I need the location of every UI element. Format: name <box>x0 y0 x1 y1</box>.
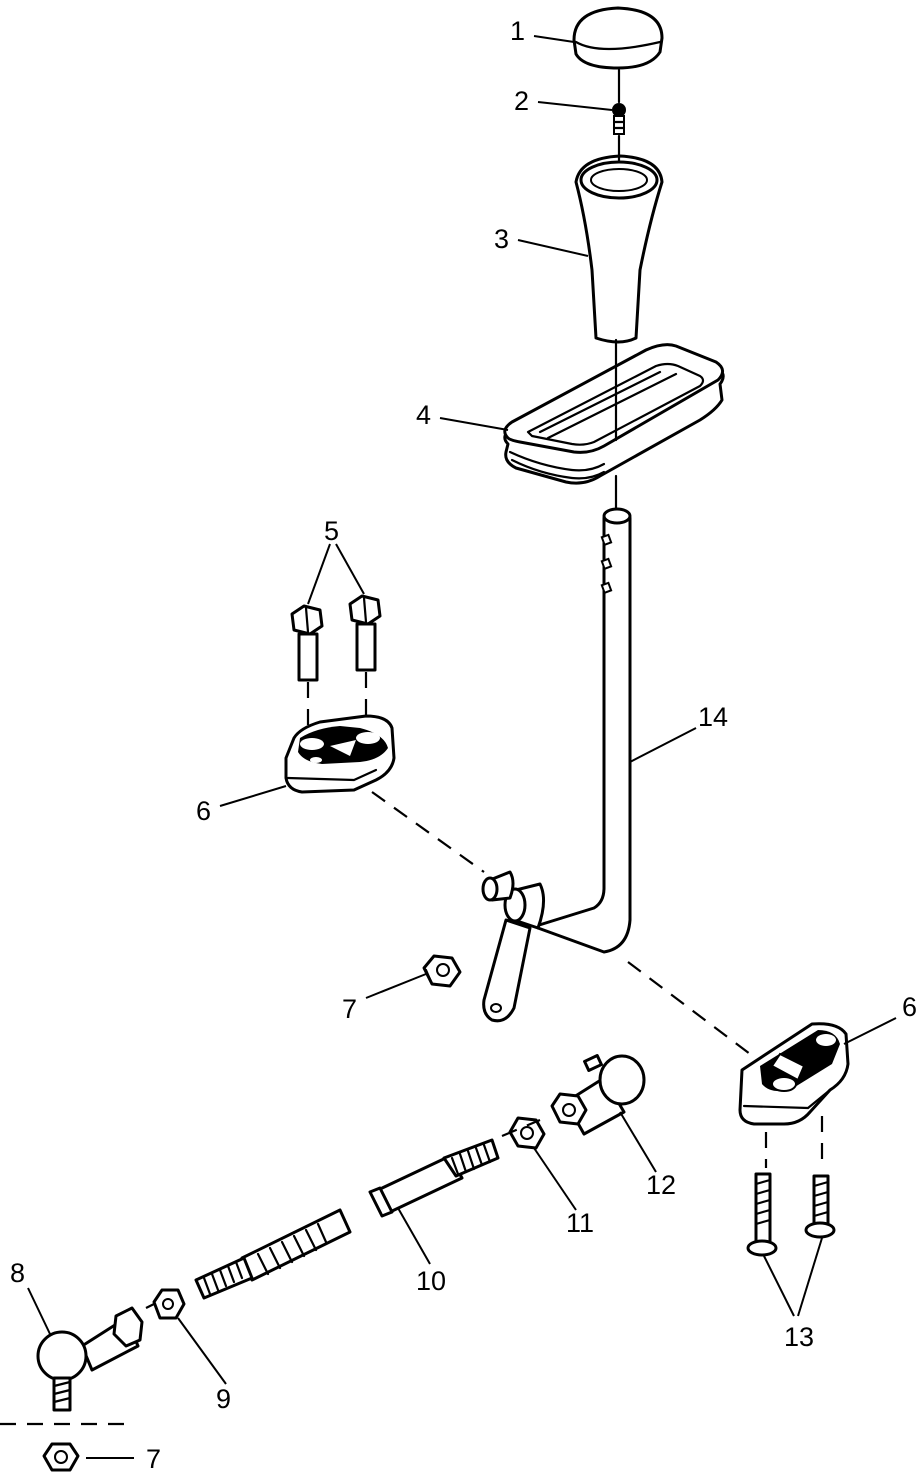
callout-9: 9 <box>216 1384 231 1414</box>
part-11-jam-nut <box>508 1116 546 1150</box>
callout-8: 8 <box>10 1258 25 1288</box>
callout-1: 1 <box>510 16 525 46</box>
part-9-jam-nut <box>152 1288 186 1320</box>
part-12-rod-end <box>550 1054 646 1136</box>
leader-lines <box>27 35 897 1459</box>
callout-11: 11 <box>566 1208 594 1238</box>
part-7-nut-lower <box>42 1442 80 1472</box>
callout-13: 13 <box>784 1322 814 1352</box>
part-8-ball-joint <box>36 1306 144 1412</box>
callout-12: 12 <box>646 1170 676 1200</box>
callout-6-right: 6 <box>902 992 917 1022</box>
callout-6-left: 6 <box>196 796 211 826</box>
assembly-lines <box>0 68 824 1426</box>
callout-4: 4 <box>416 400 431 430</box>
part-10-tie-rod <box>194 1138 500 1300</box>
callout-7-upper: 7 <box>342 994 357 1024</box>
callout-labels: 1 2 3 4 5 6 14 7 6 12 11 10 13 8 9 7 <box>10 16 917 1474</box>
part-13-screws <box>746 1172 836 1257</box>
callout-10: 10 <box>416 1266 446 1296</box>
part-4-shift-boot <box>503 343 725 485</box>
callout-5: 5 <box>324 516 339 546</box>
callout-7-lower: 7 <box>146 1444 161 1474</box>
callout-3: 3 <box>494 224 509 254</box>
callout-14: 14 <box>698 702 728 732</box>
part-6-pivot-bracket-left <box>284 714 396 794</box>
part-7-nut-upper <box>422 954 462 988</box>
part-14-shift-lever <box>481 507 632 1023</box>
part-1-knob-cap <box>572 6 664 70</box>
part-5-bolts <box>290 594 382 682</box>
part-2-set-screw <box>612 103 626 135</box>
callout-2: 2 <box>514 86 529 116</box>
part-3-shift-handle <box>574 154 664 344</box>
part-6-pivot-bracket-right <box>738 1022 850 1126</box>
